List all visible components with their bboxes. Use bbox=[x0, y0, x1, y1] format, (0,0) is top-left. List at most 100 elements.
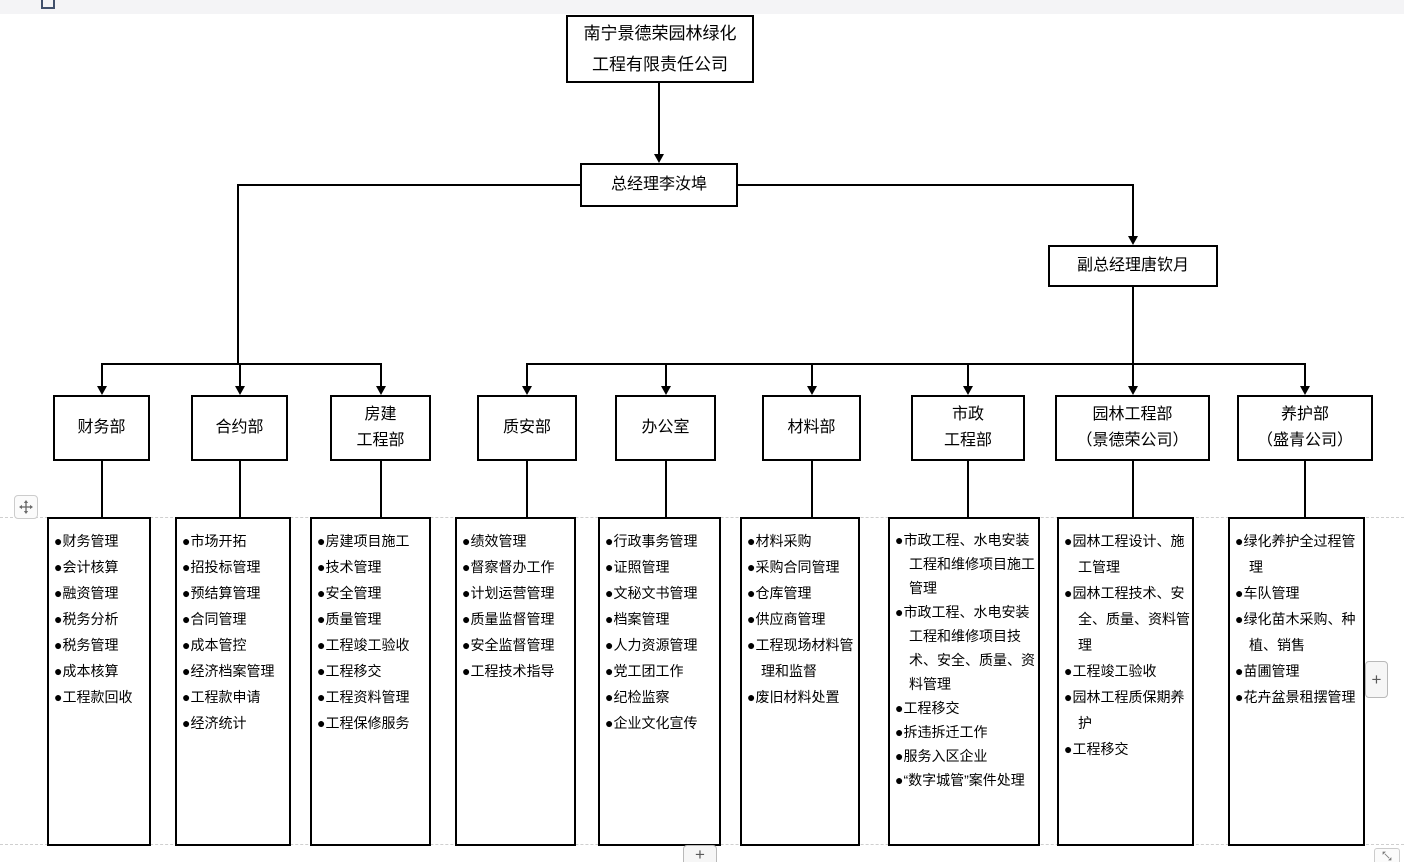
window-top-strip bbox=[0, 0, 1404, 14]
duty-item: 园林工程设计、施工管理 bbox=[1064, 528, 1190, 580]
duty-item: 工程现场材料管理和监督 bbox=[747, 632, 856, 684]
duty-list-landscape-engineering[interactable]: 园林工程设计、施工管理园林工程技术、安全、质量、资料管理工程竣工验收园林工程质保… bbox=[1057, 517, 1194, 846]
arrow-down-icon bbox=[963, 386, 973, 395]
arrow-down-icon bbox=[1128, 386, 1138, 395]
duty-item: 经济档案管理 bbox=[182, 658, 287, 684]
duty-list-quality-safety[interactable]: 绩效管理督察督办工作计划运营管理质量监督管理安全监督管理工程技术指导 bbox=[455, 517, 576, 846]
duty-item: 预结算管理 bbox=[182, 580, 287, 606]
dept-box-housing-engineering[interactable]: 房建工程部 bbox=[330, 395, 431, 461]
duty-item: 成本核算 bbox=[54, 658, 147, 684]
duty-item: 证照管理 bbox=[605, 554, 717, 580]
dept-name-line: 合约部 bbox=[215, 419, 264, 436]
dept-name-line: 质安部 bbox=[502, 419, 551, 436]
dept-name-line: 财务部 bbox=[77, 419, 126, 436]
connector-line bbox=[1304, 363, 1306, 387]
selection-handle-icon[interactable] bbox=[41, 0, 55, 9]
duty-list-maintenance[interactable]: 绿化养护全过程管理车队管理绿化苗木采购、种植、销售苗圃管理花卉盆景租摆管理 bbox=[1228, 517, 1365, 846]
duty-item: 工程移交 bbox=[1064, 736, 1190, 762]
duty-item: 工程资料管理 bbox=[317, 684, 427, 710]
duty-item: 税务管理 bbox=[54, 632, 147, 658]
duty-item: 废旧材料处置 bbox=[747, 684, 856, 710]
dept-box-finance[interactable]: 财务部 bbox=[53, 395, 150, 461]
duty-list-contracts[interactable]: 市场开拓招投标管理预结算管理合同管理成本管控经济档案管理工程款申请经济统计 bbox=[175, 517, 291, 846]
duty-item: 安全管理 bbox=[317, 580, 427, 606]
connector-line bbox=[101, 363, 103, 387]
duty-item: 市场开拓 bbox=[182, 528, 287, 554]
dept-box-office[interactable]: 办公室 bbox=[615, 395, 716, 461]
company-name-line: 工程有限责任公司 bbox=[592, 55, 728, 74]
connector-line bbox=[1304, 459, 1306, 519]
duty-item: 服务入区企业 bbox=[895, 744, 1036, 768]
dept-name-line: 工程部 bbox=[356, 432, 405, 449]
dept-name-line: （景德荣公司） bbox=[1076, 432, 1189, 449]
arrow-down-icon bbox=[522, 386, 532, 395]
connector-line bbox=[101, 363, 382, 365]
duty-item: 督察督办工作 bbox=[462, 554, 572, 580]
duty-item: 工程移交 bbox=[317, 658, 427, 684]
connector-line bbox=[239, 459, 241, 519]
dept-box-materials[interactable]: 材料部 bbox=[762, 395, 861, 461]
duty-item: 合同管理 bbox=[182, 606, 287, 632]
duty-item: 经济统计 bbox=[182, 710, 287, 736]
org-node-company[interactable]: 南宁景德荣园林绿化 工程有限责任公司 bbox=[566, 15, 754, 83]
dept-name-line: 房建 bbox=[364, 406, 397, 423]
dept-box-landscape-engineering[interactable]: 园林工程部（景德荣公司） bbox=[1055, 395, 1210, 461]
dept-box-municipal-engineering[interactable]: 市政工程部 bbox=[911, 395, 1025, 461]
connector-line bbox=[380, 363, 382, 387]
duty-list-office[interactable]: 行政事务管理证照管理文秘文书管理档案管理人力资源管理党工团工作纪检监察企业文化宣… bbox=[598, 517, 721, 846]
duty-item: 融资管理 bbox=[54, 580, 147, 606]
dept-box-contracts[interactable]: 合约部 bbox=[191, 395, 288, 461]
resize-corner-button[interactable] bbox=[1374, 848, 1400, 862]
duty-item: 档案管理 bbox=[605, 606, 717, 632]
duty-list-housing-engineering[interactable]: 房建项目施工技术管理安全管理质量管理工程竣工验收工程移交工程资料管理工程保修服务 bbox=[310, 517, 431, 846]
duty-item: 安全监督管理 bbox=[462, 632, 572, 658]
duty-item: 房建项目施工 bbox=[317, 528, 427, 554]
connector-line bbox=[239, 363, 241, 387]
duty-item: 拆违拆迁工作 bbox=[895, 720, 1036, 744]
dept-name-line: 材料部 bbox=[787, 419, 836, 436]
duty-item: 园林工程质保期养护 bbox=[1064, 684, 1190, 736]
connector-line bbox=[665, 459, 667, 519]
duty-item: 招投标管理 bbox=[182, 554, 287, 580]
duty-item: 纪检监察 bbox=[605, 684, 717, 710]
duty-item: 质量管理 bbox=[317, 606, 427, 632]
duty-item: 园林工程技术、安全、质量、资料管理 bbox=[1064, 580, 1190, 658]
duty-item: 文秘文书管理 bbox=[605, 580, 717, 606]
duty-item: 行政事务管理 bbox=[605, 528, 717, 554]
connector-line bbox=[1132, 287, 1134, 365]
connector-line bbox=[526, 363, 1306, 365]
duty-list-municipal-engineering[interactable]: 市政工程、水电安装工程和维修项目施工管理市政工程、水电安装工程和维修项目技术、安… bbox=[888, 517, 1040, 846]
connector-line bbox=[237, 184, 239, 365]
org-node-deputy-manager[interactable]: 副总经理唐钦月 bbox=[1048, 245, 1218, 287]
duty-item: 绿化养护全过程管理 bbox=[1235, 528, 1361, 580]
connector-line bbox=[101, 459, 103, 519]
connector-line bbox=[238, 184, 581, 186]
move-handle-button[interactable] bbox=[14, 495, 38, 519]
duty-item: 绿化苗木采购、种植、销售 bbox=[1235, 606, 1361, 658]
connector-line bbox=[811, 363, 813, 387]
arrow-down-icon bbox=[807, 386, 817, 395]
duty-item: 企业文化宣传 bbox=[605, 710, 717, 736]
duty-list-finance[interactable]: 财务管理会计核算融资管理税务分析税务管理成本核算工程款回收 bbox=[47, 517, 151, 846]
duty-item: 车队管理 bbox=[1235, 580, 1361, 606]
move-icon bbox=[18, 499, 34, 515]
arrow-down-icon bbox=[654, 154, 664, 163]
duty-item: 市政工程、水电安装工程和维修项目施工管理 bbox=[895, 528, 1036, 600]
duty-item: 工程款回收 bbox=[54, 684, 147, 710]
arrow-down-icon bbox=[97, 386, 107, 395]
company-name-line: 南宁景德荣园林绿化 bbox=[583, 24, 737, 43]
dept-box-maintenance[interactable]: 养护部（盛青公司） bbox=[1237, 395, 1373, 461]
duty-list-materials[interactable]: 材料采购采购合同管理仓库管理供应商管理工程现场材料管理和监督废旧材料处置 bbox=[740, 517, 860, 846]
expand-bottom-button[interactable]: + bbox=[683, 845, 717, 862]
deputy-manager-label: 副总经理唐钦月 bbox=[1076, 257, 1189, 274]
dept-box-quality-safety[interactable]: 质安部 bbox=[477, 395, 577, 461]
dept-name-line: 办公室 bbox=[641, 419, 690, 436]
duty-item: 供应商管理 bbox=[747, 606, 856, 632]
org-node-general-manager[interactable]: 总经理李汝埠 bbox=[580, 163, 738, 207]
expand-right-button[interactable]: + bbox=[1365, 661, 1388, 698]
duty-item: 采购合同管理 bbox=[747, 554, 856, 580]
duty-item: “数字城管”案件处理 bbox=[895, 768, 1036, 792]
arrow-down-icon bbox=[376, 386, 386, 395]
duty-item: 质量监督管理 bbox=[462, 606, 572, 632]
duty-item: 工程保修服务 bbox=[317, 710, 427, 736]
